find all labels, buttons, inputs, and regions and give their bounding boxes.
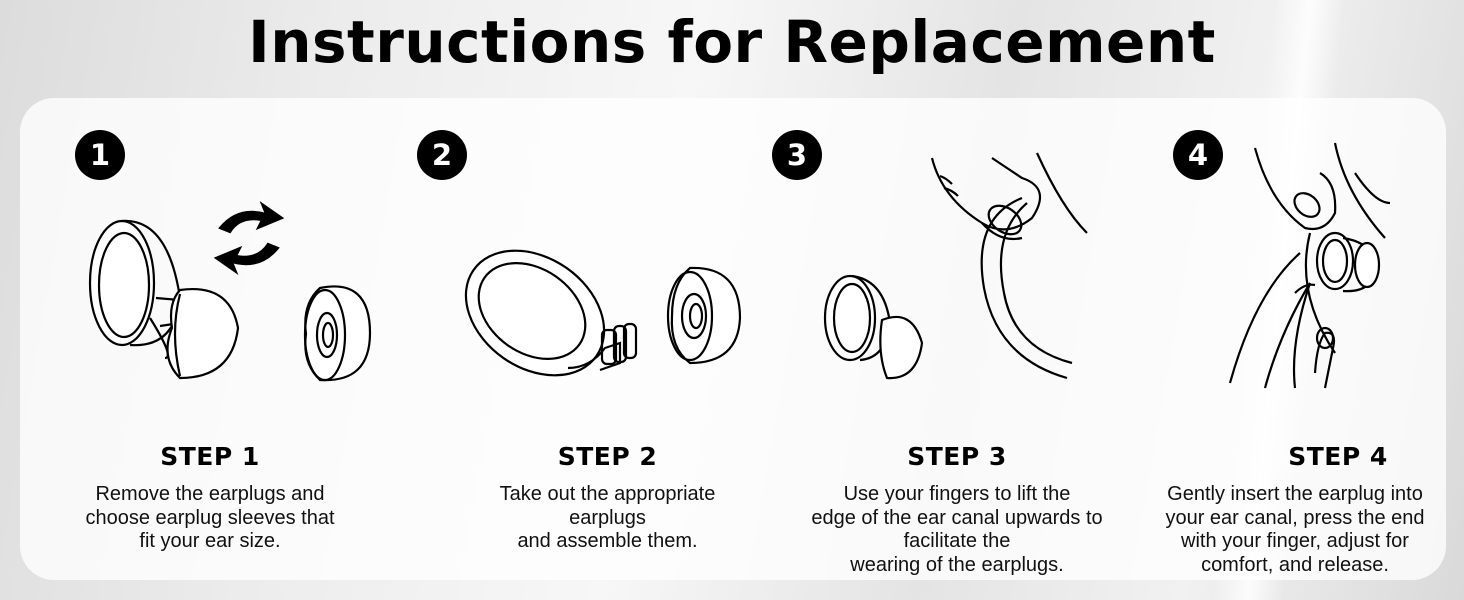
description-line: comfort, and release. <box>1201 553 1389 576</box>
description-line: Gently insert the earplug into <box>1167 483 1423 505</box>
step-4: 4 STEP 4 Gently insert the earplug into <box>1140 98 1446 580</box>
description-line: with your finger, adjust for <box>1181 530 1409 552</box>
description-line: choose earplug sleeves that <box>85 506 335 529</box>
description-line: facilitate the <box>903 530 1011 552</box>
finger-inserting-earplug-illustration <box>1228 142 1391 389</box>
description-line: Remove the earplugs and <box>95 483 325 505</box>
description-line: Use your fingers to lift the <box>843 483 1071 505</box>
step-label: STEP 4 <box>1288 442 1388 471</box>
earplug-swap-illustration <box>88 200 372 382</box>
step-number-badge: 2 <box>417 130 467 180</box>
step-2: 2 STEP 2 Take out the appropriate earplu… <box>417 98 760 580</box>
earplug-assembly-illustration <box>464 249 742 377</box>
step-1: 1 STEP 1 Remove the earplugs and choose … <box>20 98 400 580</box>
description-line: Take out the appropriate <box>499 483 716 505</box>
step-description: Gently insert the earplug into your ear … <box>1120 483 1464 577</box>
step-description: Take out the appropriate earplugs and as… <box>420 483 795 554</box>
step-3: 3 STEP 3 Use your fingers to lift the ed… <box>772 98 1112 580</box>
finger-lifting-ear-illustration <box>823 152 1088 380</box>
step-number-badge: 1 <box>75 130 125 180</box>
step-label: STEP 2 <box>557 442 658 471</box>
step-description: Use your fingers to lift the edge of the… <box>772 483 1142 577</box>
description-line: wearing of the earplugs. <box>850 553 1064 576</box>
description-line: earplugs <box>569 506 646 529</box>
step-number-badge: 4 <box>1173 130 1223 180</box>
step-label: STEP 3 <box>907 442 1007 471</box>
description-line: edge of the ear canal upwards to <box>811 506 1103 529</box>
description-line: your ear canal, press the end <box>1165 506 1425 529</box>
step-number-badge: 3 <box>772 130 822 180</box>
step-description: Remove the earplugs and choose earplug s… <box>20 483 400 554</box>
description-line: fit your ear size. <box>139 530 281 552</box>
step-label: STEP 1 <box>160 442 260 471</box>
description-line: and assemble them. <box>517 530 698 552</box>
instructions-panel: 1 STEP 1 Remove the earplugs and choose … <box>20 98 1446 580</box>
page-title: Instructions for Replacement <box>248 8 1216 76</box>
